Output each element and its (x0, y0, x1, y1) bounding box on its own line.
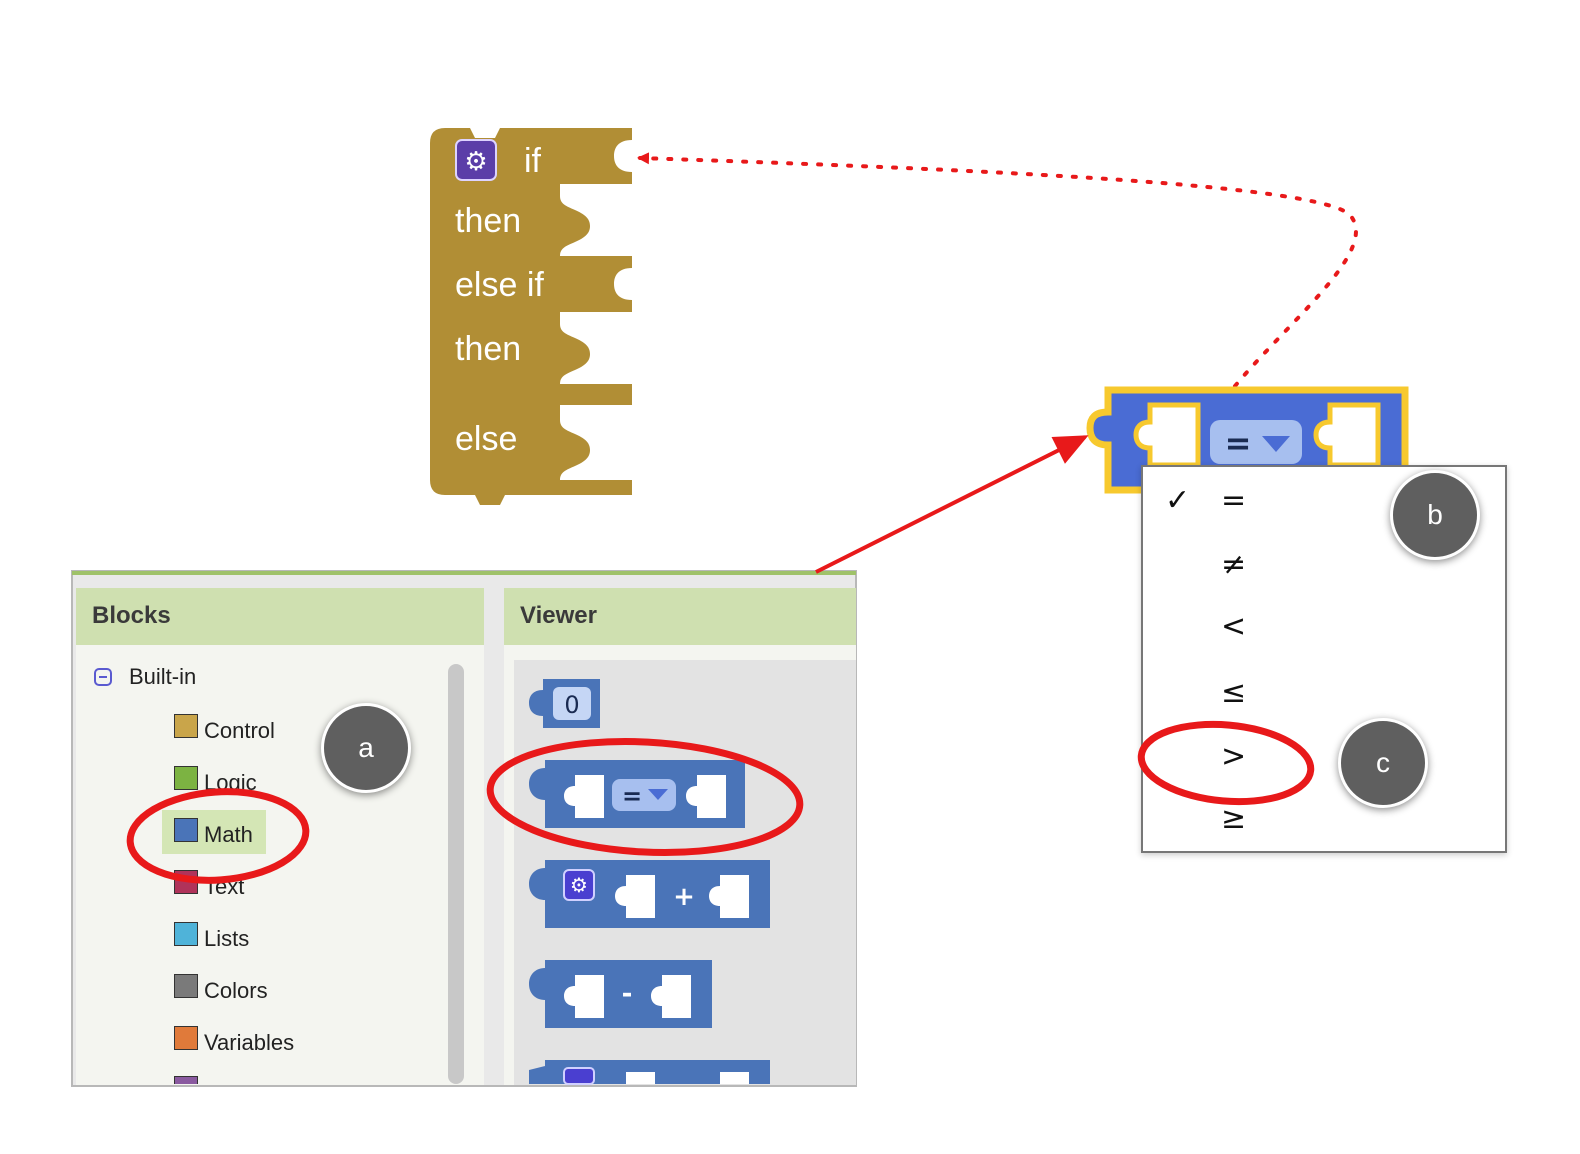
menu-item-label: = (1221, 483, 1247, 518)
blocks-header-label: Blocks (92, 602, 171, 629)
viewer-subtract-block[interactable]: - (529, 960, 712, 1028)
category-label: Lists (204, 926, 250, 951)
menu-item-greater-or-equal[interactable]: ≥ (1143, 799, 1505, 839)
category-label: Text (204, 874, 245, 899)
menu-item-less-or-equal[interactable]: ≤ (1143, 673, 1505, 713)
category-variables[interactable]: Variables (174, 1026, 294, 1056)
callout-badge-b: b (1390, 470, 1480, 560)
category-text[interactable]: Text (174, 870, 244, 900)
then-label-2: then (455, 330, 521, 368)
category-logic[interactable]: Logic (174, 766, 257, 796)
math-color-swatch (174, 818, 198, 842)
menu-item-equal[interactable]: ✓ = (1143, 481, 1505, 521)
menu-item-not-equal[interactable]: ≠ (1143, 545, 1505, 585)
gear-icon-glyph: ⚙ (464, 147, 487, 177)
category-label: Logic (204, 770, 257, 795)
blocks-header (76, 588, 484, 645)
check-icon: ✓ (1165, 483, 1191, 518)
menu-item-less-than[interactable]: < (1143, 607, 1505, 647)
chevron-down-icon (1262, 436, 1290, 452)
if-label: if (524, 142, 542, 180)
viewer-compare-block[interactable]: = (529, 760, 745, 828)
menu-item-greater-than[interactable]: > (1143, 737, 1505, 777)
menu-item-label: ≤ (1221, 675, 1247, 710)
control-color-swatch (174, 714, 198, 738)
viewer-partial-block[interactable] (529, 1060, 770, 1085)
lists-color-swatch (174, 922, 198, 946)
svg-text:+: + (673, 882, 695, 912)
control-if-block[interactable]: ⚙ if then else if then else (430, 128, 632, 505)
gear-icon[interactable] (455, 139, 497, 181)
category-label: Variables (204, 1030, 295, 1055)
category-label: Math (204, 822, 253, 847)
tree-root-label[interactable]: Built-in (129, 664, 197, 689)
blocks-scrollbar (448, 664, 464, 1084)
category-label: Colors (204, 978, 268, 1003)
logic-color-swatch (174, 766, 198, 790)
else-if-label: else if (455, 266, 544, 304)
solid-arrow (815, 435, 1089, 574)
blocks-pane (76, 588, 484, 1085)
variables-color-swatch (174, 1026, 198, 1050)
svg-text:⚙: ⚙ (570, 873, 588, 897)
control-if-block-body (430, 128, 632, 505)
colors-color-swatch (174, 974, 198, 998)
dotted-arrow (637, 152, 1358, 388)
operator-dropdown[interactable] (1210, 420, 1302, 464)
svg-text:-: - (622, 979, 633, 1009)
viewer-add-block[interactable]: ⚙ + (529, 860, 770, 928)
compare-right-socket (1313, 402, 1381, 468)
viewer-header-label: Viewer (520, 602, 597, 629)
then-label-1: then (455, 202, 521, 240)
viewer-number-block[interactable]: 0 (529, 679, 600, 728)
callout-badge-a: a (321, 703, 411, 793)
category-colors[interactable]: Colors (174, 974, 268, 1004)
category-lists[interactable]: Lists (174, 922, 249, 952)
callout-badge-c: c (1338, 718, 1428, 808)
category-label: Control (204, 718, 275, 743)
menu-item-label: ≠ (1221, 547, 1247, 582)
menu-item-label: ≥ (1221, 801, 1247, 836)
menu-item-label: < (1221, 609, 1247, 644)
collapse-icon[interactable] (94, 668, 112, 686)
category-control[interactable]: Control (174, 714, 275, 744)
category-partial (174, 1076, 198, 1084)
viewer-header (504, 588, 856, 645)
category-math[interactable]: Math (174, 818, 253, 848)
svg-text:0: 0 (564, 691, 579, 719)
operator-dropdown-value: = (1225, 424, 1252, 462)
text-color-swatch (174, 870, 198, 894)
else-label: else (455, 420, 517, 458)
svg-text:=: = (622, 782, 642, 810)
compare-left-socket (1133, 402, 1201, 468)
menu-item-label: > (1221, 739, 1247, 774)
